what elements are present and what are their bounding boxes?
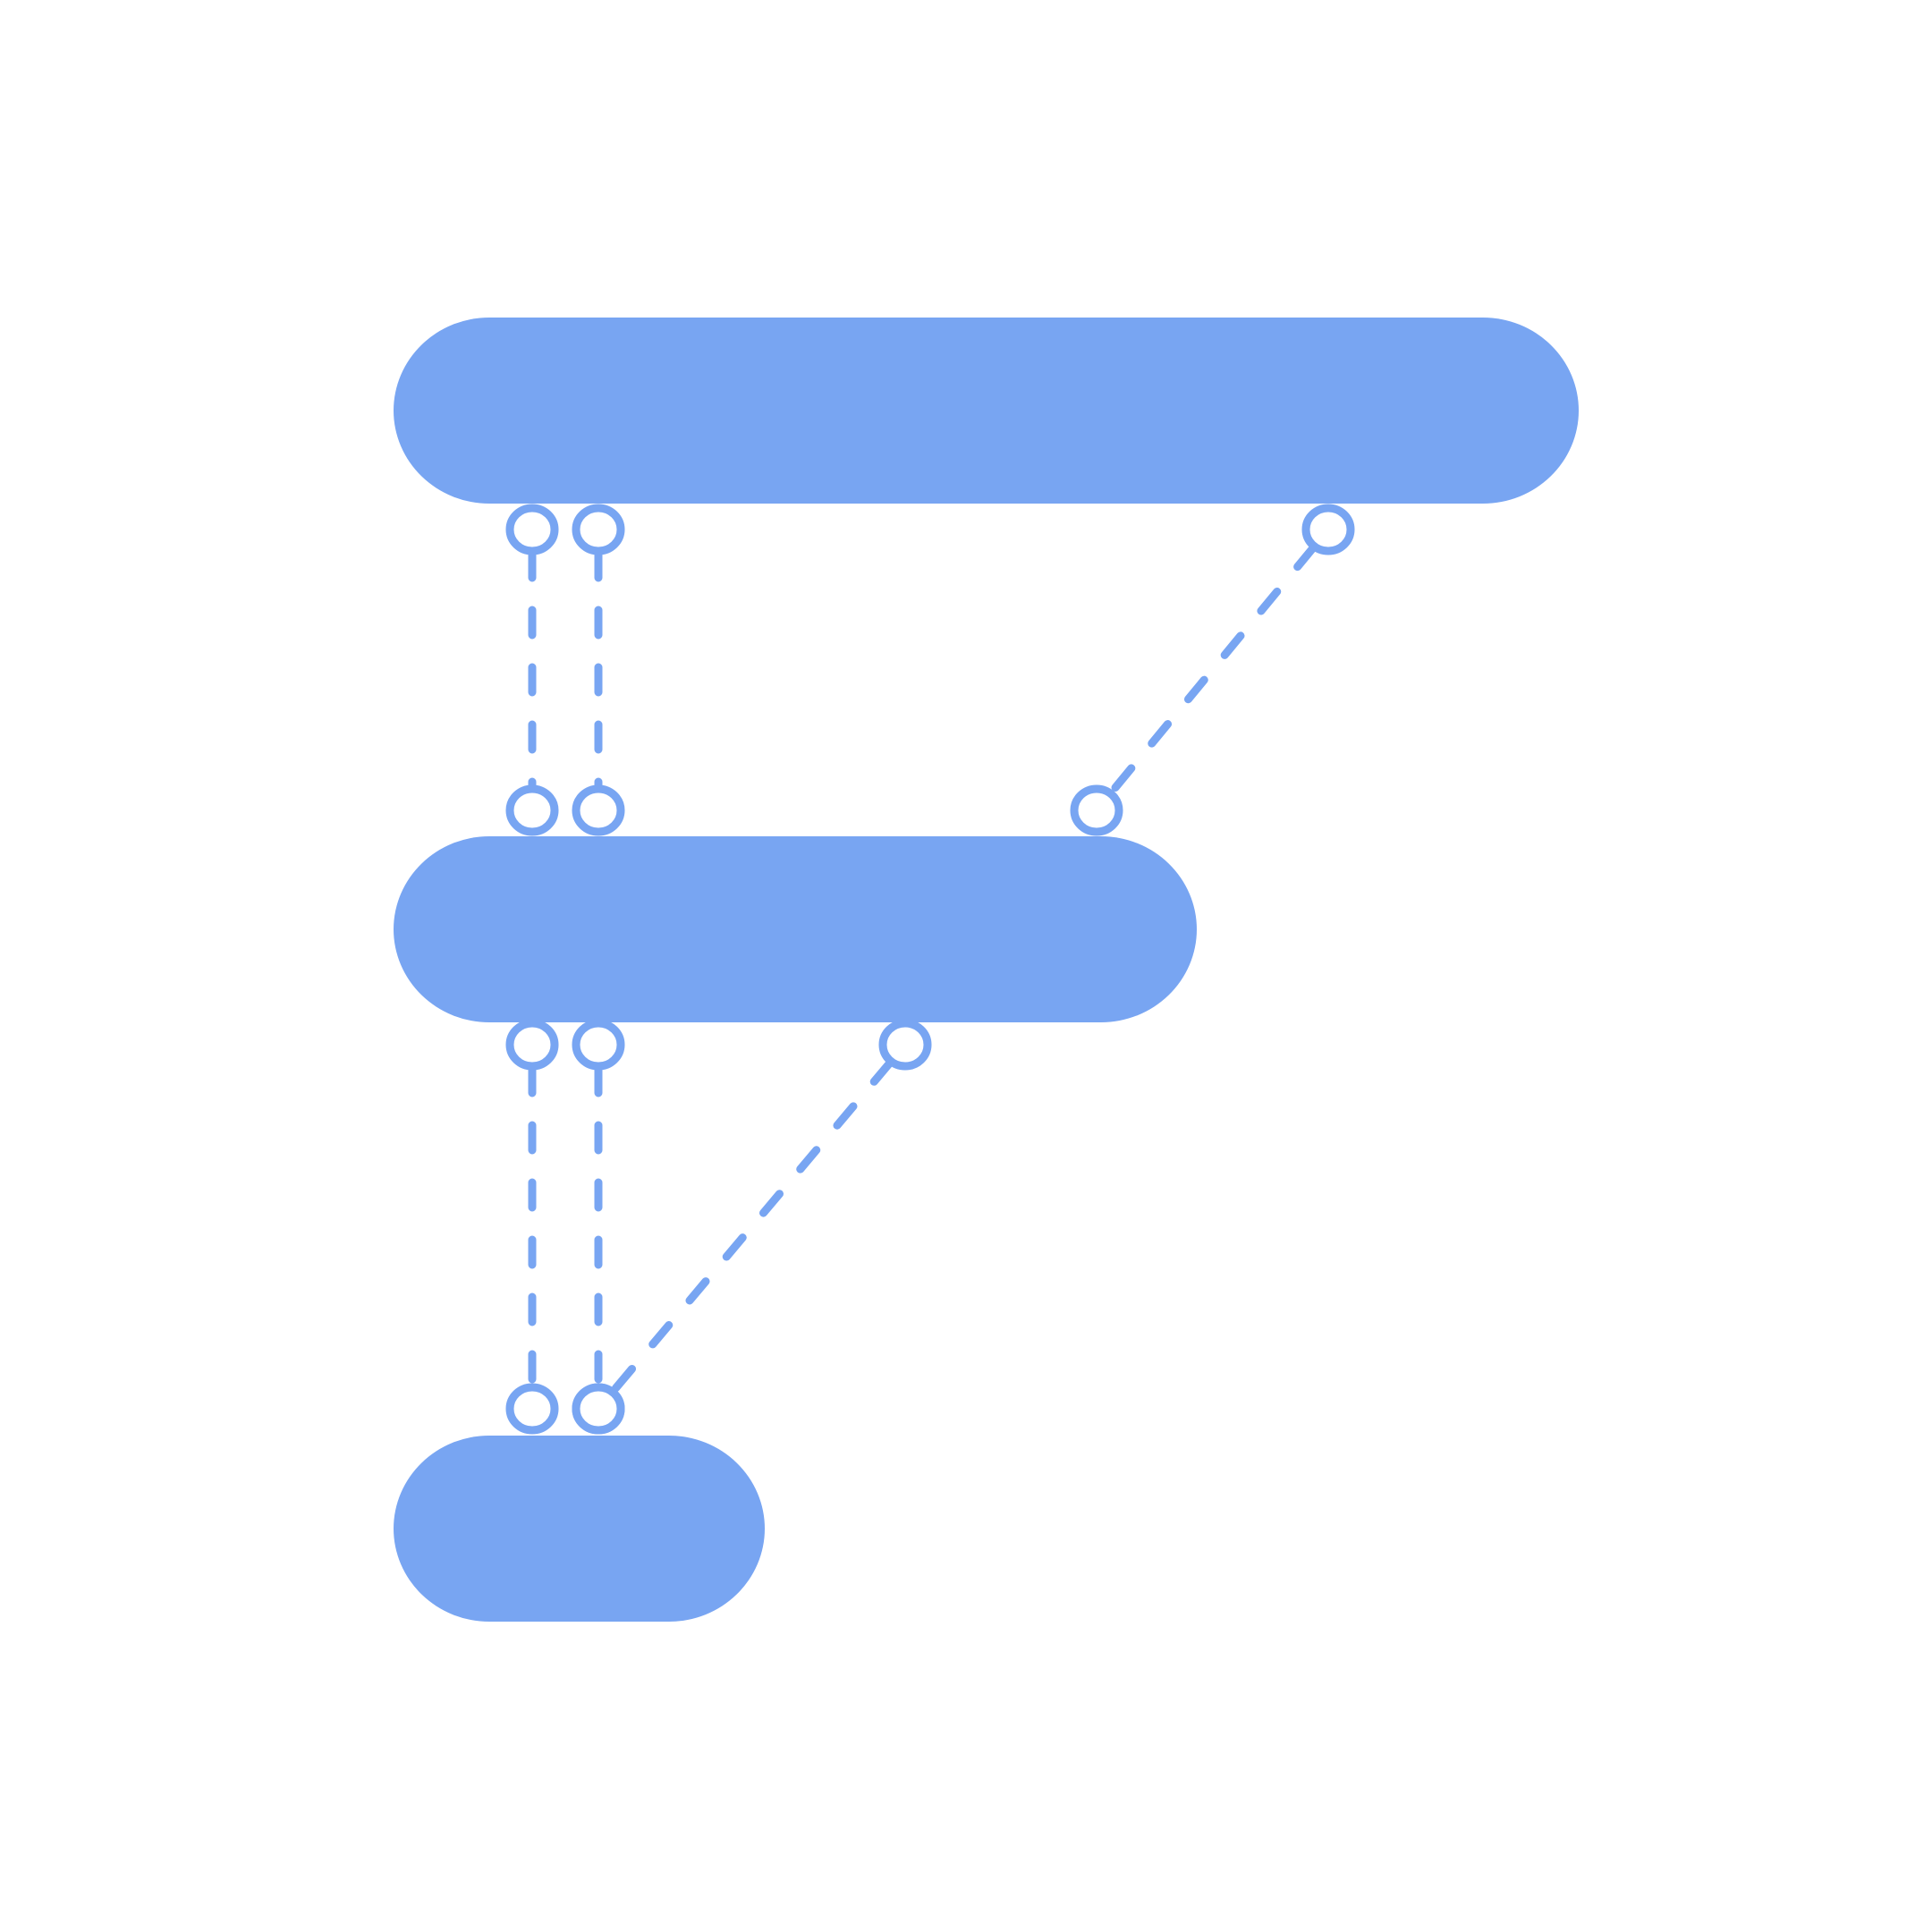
- link-top-middle-second: [572, 504, 625, 836]
- bar-bottom: [394, 1436, 765, 1622]
- bar-middle: [394, 836, 1197, 1022]
- connector-start-marker: [505, 504, 559, 555]
- connector-start-marker: [572, 504, 625, 555]
- connectors-layer: [505, 504, 1355, 1435]
- connector-start-marker: [878, 1019, 932, 1071]
- connector-end-marker: [505, 1383, 559, 1435]
- connector-start-marker: [1301, 504, 1355, 555]
- link-middle-bottom-left: [505, 1019, 559, 1435]
- link-top-middle-diagonal: [1070, 504, 1355, 836]
- link-top-middle-left: [505, 504, 559, 836]
- connector-end-marker: [1070, 784, 1123, 836]
- connector-end-marker: [572, 1383, 625, 1435]
- connector-start-marker: [505, 1019, 559, 1071]
- connector-end-marker: [505, 784, 559, 836]
- connector-start-marker: [572, 1019, 625, 1071]
- connector-end-marker: [572, 784, 625, 836]
- link-middle-bottom-diagonal: [572, 1019, 932, 1435]
- bar-top: [394, 318, 1579, 504]
- dashed-connector-line: [609, 1058, 894, 1395]
- bars-layer: [394, 318, 1579, 1622]
